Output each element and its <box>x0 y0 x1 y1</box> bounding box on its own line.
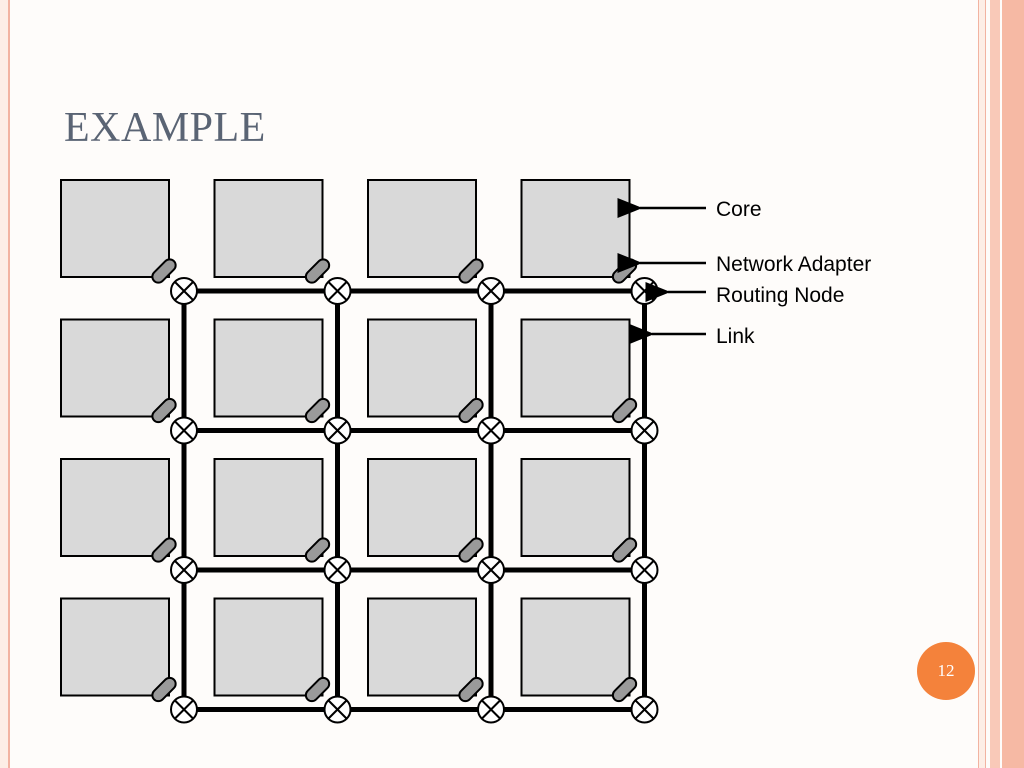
core <box>520 597 631 697</box>
routing-node <box>630 416 659 445</box>
network-adapter <box>611 676 638 703</box>
core <box>213 597 324 697</box>
network-adapter <box>458 397 484 424</box>
core <box>520 458 631 557</box>
routing-node <box>170 416 198 445</box>
network-adapter <box>611 397 638 424</box>
core <box>367 458 477 557</box>
routing-node <box>170 695 198 724</box>
cores-group <box>60 179 631 697</box>
routing-node <box>323 416 352 445</box>
routing-node <box>323 695 352 724</box>
label-link: Link <box>716 325 755 348</box>
routing-node <box>630 695 659 724</box>
core <box>213 458 324 557</box>
network-adapter <box>304 397 331 424</box>
core <box>520 318 631 418</box>
network-adapter <box>304 258 331 284</box>
core <box>367 179 477 278</box>
page-number-badge: 12 <box>917 642 975 700</box>
network-adapter <box>458 258 484 284</box>
network-adapter <box>304 676 331 703</box>
core <box>60 458 170 557</box>
routing-node <box>170 556 198 584</box>
slide-title: EXAMPLE <box>64 105 266 151</box>
core <box>60 179 170 278</box>
core <box>60 318 170 418</box>
routing-node <box>630 556 659 584</box>
routing-node <box>477 556 505 584</box>
legend: Core Network Adapter Routing Node Link <box>617 198 871 348</box>
left-decorative-stripe <box>0 0 10 768</box>
core <box>213 318 324 418</box>
core <box>367 318 477 418</box>
network-adapter <box>151 537 177 563</box>
routing-node <box>477 277 505 305</box>
network-adapter <box>458 676 484 703</box>
routing-node <box>630 277 659 305</box>
links-group <box>181 288 647 712</box>
network-adapter <box>304 537 331 563</box>
label-core: Core <box>716 198 762 221</box>
network-adapter <box>151 258 177 284</box>
page-number: 12 <box>937 661 955 680</box>
core <box>213 179 324 278</box>
core <box>60 597 170 697</box>
core <box>367 597 477 697</box>
adapters-group <box>151 258 638 703</box>
core <box>520 179 631 278</box>
right-decorative-stripes <box>978 0 1024 768</box>
routing-node <box>323 556 352 584</box>
network-adapter <box>611 537 638 563</box>
network-adapter <box>458 537 484 563</box>
label-routing-node: Routing Node <box>716 284 844 307</box>
routing-node <box>477 416 505 445</box>
routing-node <box>170 277 198 305</box>
network-adapter <box>151 397 177 424</box>
label-network-adapter: Network Adapter <box>716 253 871 276</box>
network-adapter <box>151 676 177 703</box>
routing-node <box>323 277 352 305</box>
routing-node <box>477 695 505 724</box>
